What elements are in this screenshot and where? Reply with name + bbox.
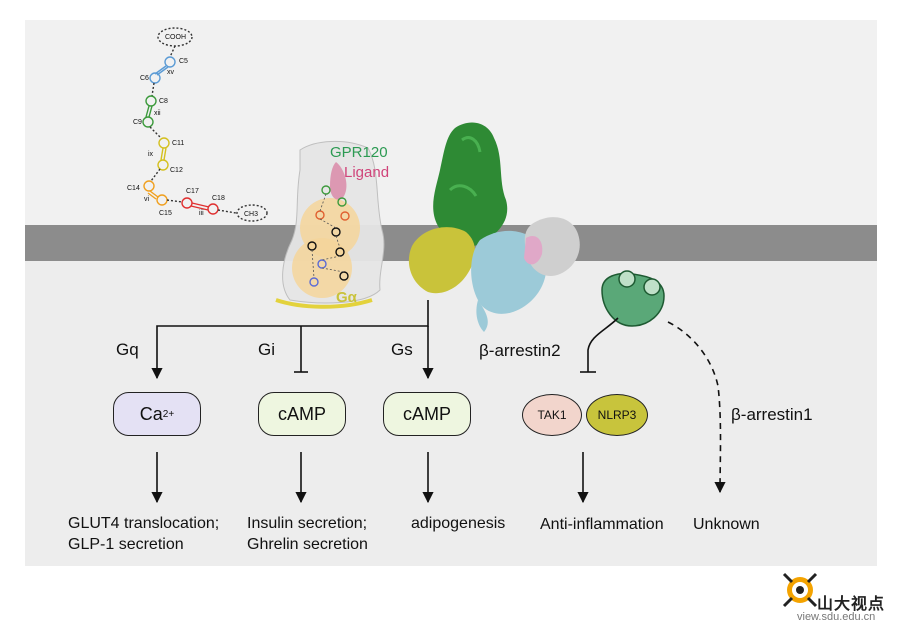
chain-label-c15: C15: [159, 210, 172, 217]
arrestin1-outcome-line1: Unknown: [693, 516, 760, 533]
calcium-charge-text: 2+: [162, 408, 175, 420]
arrestin2-outcome-line1: Anti-inflammation: [540, 516, 664, 533]
tak1-oval: TAK1: [522, 394, 582, 436]
chain-label-c18: C18: [212, 195, 225, 202]
chain-label-c12: C12: [170, 167, 183, 174]
ligand-label: Ligand: [344, 164, 390, 181]
chain-label-ix: ix: [148, 151, 154, 158]
arrestin1-dashed-line: [667, 321, 726, 494]
watermark-url: view.sdu.edu.cn: [797, 611, 876, 623]
gq-label: Gq: [116, 340, 139, 359]
chain-labels: COOH C5 xv C6 C8 xii C9 C11 ix C12 C14 v…: [127, 34, 258, 218]
gi-label: Gi: [258, 340, 275, 359]
watermark-name: 山大视点: [817, 596, 886, 613]
chain-label-c5: C5: [179, 58, 188, 65]
chain-label-c9: C9: [133, 119, 142, 126]
beta-arrestin-icon: [601, 270, 665, 327]
cryo-em-complex: [408, 122, 580, 332]
g-gamma-density: [524, 217, 580, 277]
g-alpha-label: Gα: [336, 289, 357, 306]
gpr120-label: GPR120: [330, 144, 388, 161]
gq-outcome-line1: GLUT4 translocation;: [68, 515, 220, 532]
signaling-connectors: [151, 300, 726, 504]
chain-label-xii: xii: [154, 110, 161, 117]
gs-camp-box: cAMP: [383, 392, 471, 436]
nlrp3-oval: NLRP3: [586, 394, 648, 436]
gi-outcome-line1: Insulin secretion;: [247, 515, 368, 532]
gq-outcome-line2: GLP-1 secretion: [68, 536, 184, 553]
gi-outcome-line2: Ghrelin secretion: [247, 536, 368, 553]
chain-label-ch3: CH3: [244, 211, 258, 218]
gs-label: Gs: [391, 340, 413, 359]
chain-label-cooh: COOH: [165, 34, 186, 41]
chain-label-iii: iii: [199, 210, 204, 217]
chain-label-c11: C11: [172, 140, 184, 147]
chain-label-c17: C17: [186, 188, 199, 195]
sdu-view-logo-icon: [782, 572, 818, 608]
beta-arrestin1-label: β-arrestin1: [731, 405, 813, 424]
arrestin2-line: [587, 317, 619, 372]
gs-outcome-line1: adipogenesis: [411, 515, 506, 532]
gq-branch-line: [151, 300, 429, 380]
gpr120-density: [433, 122, 508, 247]
gpr120-receptor-schematic: [275, 140, 385, 309]
beta-arrestin2-label: β-arrestin2: [479, 341, 561, 360]
chain-label-c14: C14: [127, 185, 140, 192]
fatty-acid-chain-structure: [142, 27, 268, 222]
calcium-messenger-text: Ca: [139, 403, 163, 424]
chain-label-xv: xv: [167, 69, 175, 76]
chain-label-vi: vi: [144, 196, 150, 203]
chain-label-c6: C6: [140, 75, 149, 82]
chain-label-c8: C8: [159, 98, 168, 105]
gi-camp-box: cAMP: [258, 392, 346, 436]
g-alpha-density: [408, 227, 476, 294]
